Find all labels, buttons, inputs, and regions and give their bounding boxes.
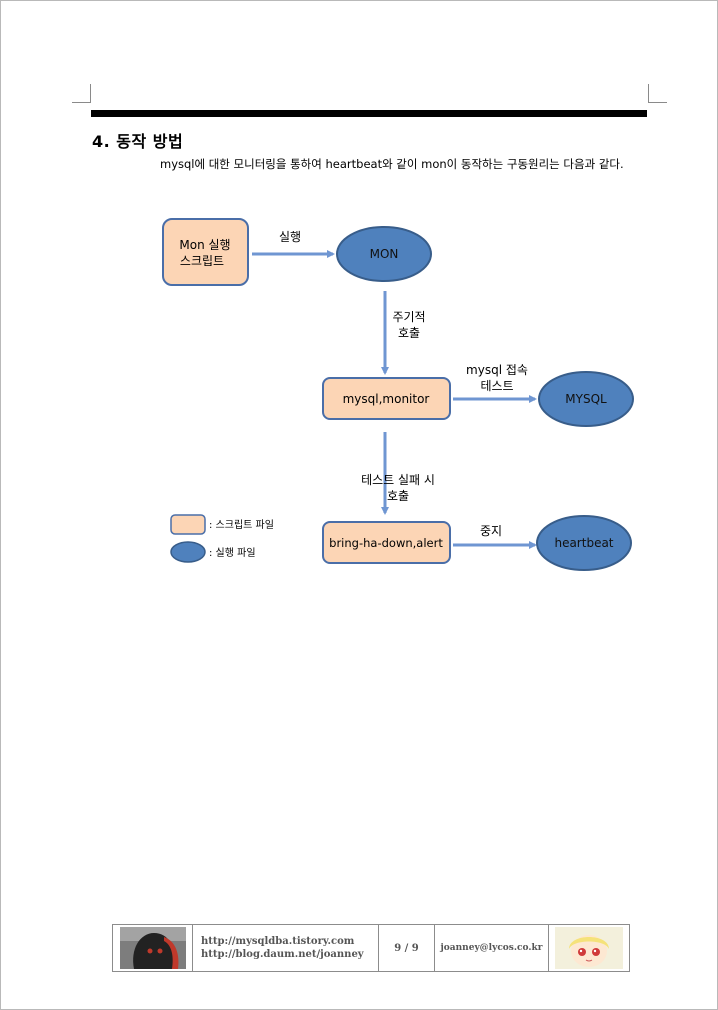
- node-bring-ha-down-label: bring-ha-down,alert: [329, 536, 443, 550]
- legend-exec-label: : 실행 파일: [209, 547, 256, 559]
- node-mon-ellipse: [336, 226, 432, 282]
- section-number: 4.: [92, 132, 111, 151]
- node-mysql-ellipse: [538, 371, 634, 427]
- node-heartbeat-ellipse: [536, 515, 632, 571]
- node-mysql-monitor-box: [322, 377, 451, 420]
- footer-image-right: [549, 925, 629, 971]
- edge-mysql-test-line1: mysql 접속: [466, 363, 528, 377]
- edge-periodic-line2: 호출: [398, 326, 420, 340]
- node-mon-script-box: [162, 218, 249, 286]
- edge-periodic-line1: 주기적: [392, 310, 425, 324]
- crop-mark-top-right: [648, 84, 667, 103]
- edge-run-label: 실행: [279, 229, 301, 244]
- edge-stop-label: 중지: [480, 524, 502, 538]
- avatar-cute-icon: [555, 927, 623, 969]
- node-mysql-monitor-label: mysql,monitor: [343, 392, 430, 406]
- node-mon-label: MON: [370, 247, 399, 261]
- node-bring-ha-down-box: [322, 521, 451, 564]
- footer-image-left: [113, 925, 193, 971]
- page-footer: http://mysqldba.tistory.com http://blog.…: [112, 924, 630, 972]
- node-mon-script-line1: Mon 실행: [179, 237, 230, 252]
- legend-exec-swatch: [170, 541, 206, 563]
- node-heartbeat-label: heartbeat: [554, 536, 613, 550]
- footer-url-daum[interactable]: http://blog.daum.net/joanney: [201, 949, 364, 960]
- footer-page-number: 9 / 9: [379, 925, 435, 971]
- avatar-dark-icon: [119, 927, 186, 969]
- legend-script-label: : 스크립트 파일: [209, 518, 274, 531]
- section-heading: 4. 동작 방법: [92, 128, 183, 152]
- edge-fail-call-line1: 테스트 실패 시: [361, 473, 435, 487]
- intro-paragraph: mysql에 대한 모니터링을 통하여 heartbeat와 같이 mon이 동…: [160, 157, 624, 171]
- edge-fail-call-line2: 호출: [387, 489, 409, 503]
- edge-mysql-test-line2: 테스트: [480, 379, 513, 393]
- node-mysql-label: MYSQL: [565, 392, 607, 406]
- crop-mark-top-left: [72, 84, 91, 103]
- header-rule: [91, 110, 647, 117]
- node-mon-script-line2: 스크립트: [180, 254, 224, 268]
- footer-email[interactable]: joanney@lycos.co.kr: [435, 925, 549, 971]
- footer-url-tistory[interactable]: http://mysqldba.tistory.com: [201, 936, 355, 947]
- section-title: 동작 방법: [116, 132, 184, 151]
- footer-urls: http://mysqldba.tistory.com http://blog.…: [193, 925, 379, 971]
- legend-script-swatch: [170, 514, 206, 535]
